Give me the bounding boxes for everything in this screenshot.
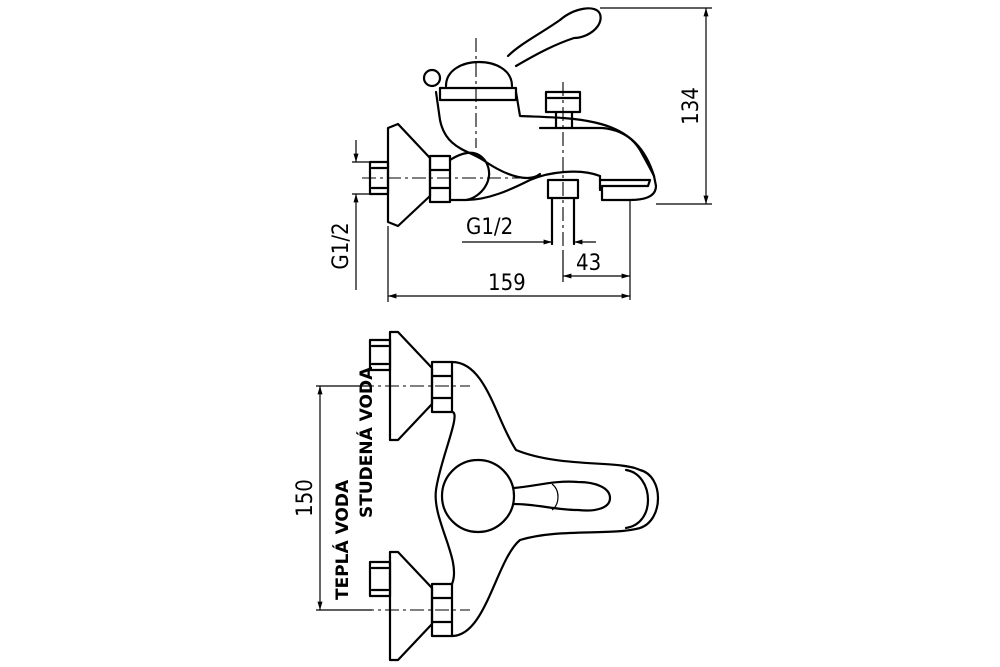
inlet-bottom [368,560,392,598]
cartridge-cap [438,60,518,102]
flange-bottom [388,550,434,662]
nut-top [430,360,454,414]
label-cold-water: STUDENÁ VODA [355,366,377,518]
mixer-body [434,90,656,202]
dim-thread-outlet: G1/2 [466,215,513,240]
lever-handle [506,7,602,68]
cap-knob [422,68,442,88]
hex-nut [428,154,452,204]
dim-thread-inlet: G1/2 [329,222,354,269]
dim-spout-offset: 43 [576,251,601,276]
label-hot-water: TEPLÁ VODA [331,479,353,600]
inlet-stub [368,160,390,196]
diverter-knob [544,90,582,130]
body-top [434,360,660,638]
spout [538,126,658,202]
dim-inlet-spacing: 150 [293,479,318,517]
side-view: 134 G1/2 G1/2 43 159 [329,7,712,302]
top-view: 150 TEPLÁ VODA STUDENÁ VODA [293,330,660,662]
lever-top [512,480,612,512]
outlet-pipe [546,178,580,246]
wall-flange [386,122,432,228]
cartridge-top [440,458,516,534]
dim-length-total: 159 [488,271,526,296]
inlet-top [368,338,392,372]
spout-end-top [624,468,650,530]
dim-height-total: 134 [679,87,704,125]
